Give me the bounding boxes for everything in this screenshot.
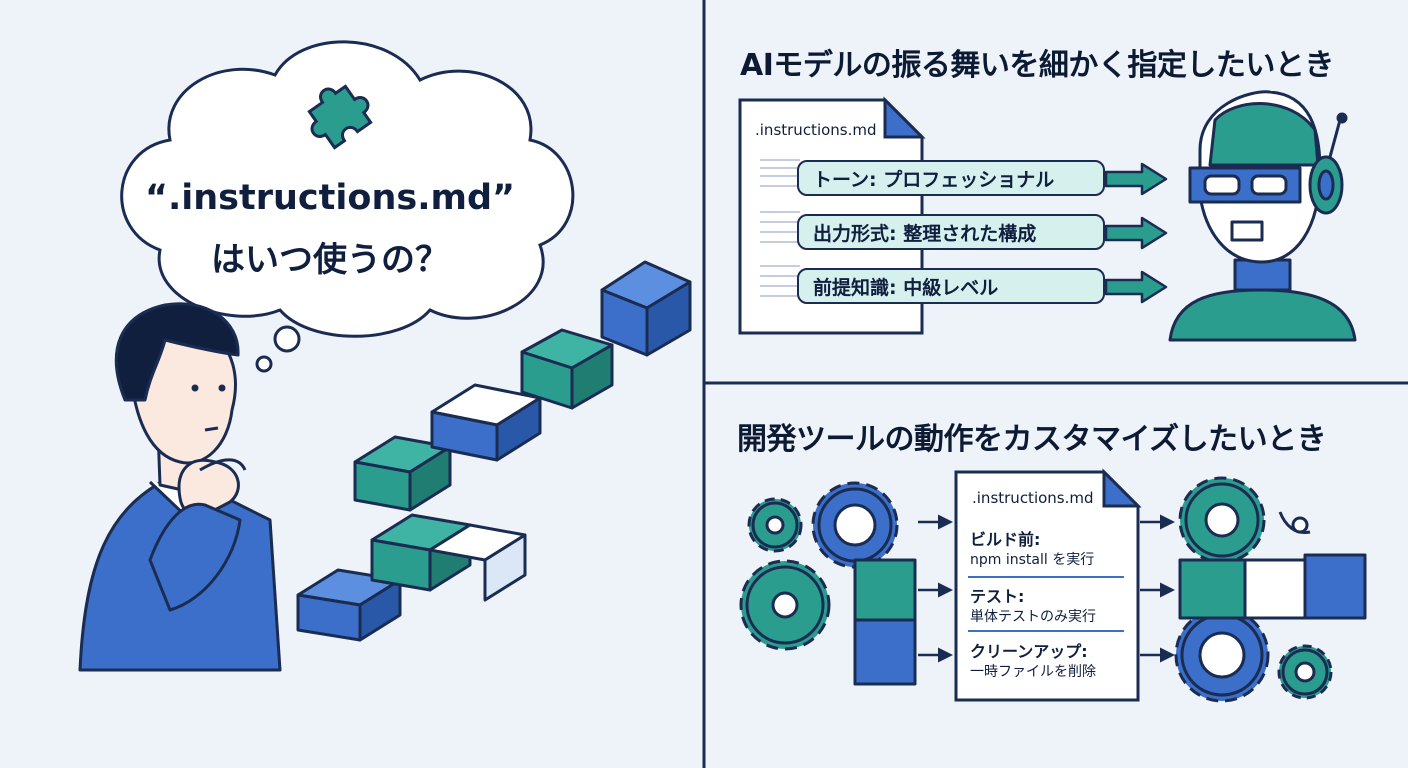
step-test-title: テスト: <box>970 587 1025 606</box>
puzzle-piece-icon <box>853 558 917 686</box>
document-icon <box>954 468 1142 702</box>
arm-icon <box>1278 511 1311 535</box>
step-build-detail: npm install を実行 <box>970 552 1095 568</box>
thought-question-line2: はいつ使うの？ <box>211 240 449 280</box>
instruction-item-format: 出力形式: 整理された構成 <box>797 214 1105 250</box>
arrow-right-icon <box>1104 162 1168 304</box>
panel-dividers <box>702 0 1408 768</box>
puzzle-piece-icon <box>307 84 373 150</box>
step-build-title: ビルド前: <box>970 530 1041 549</box>
robot-icon <box>1168 90 1357 342</box>
section-tools-heading: 開発ツールの動作をカスタマイズしたいとき <box>737 422 1327 457</box>
thinking-person <box>78 302 282 672</box>
thought-cloud <box>120 40 575 373</box>
gear-icon <box>1174 476 1333 703</box>
thought-question-line1: “.instructions.md” <box>144 178 516 218</box>
instruction-item-tone: トーン: プロフェッショナル <box>797 160 1105 196</box>
document-title: .instructions.md <box>972 489 1094 507</box>
step-cleanup-title: クリーンアップ: <box>970 642 1088 661</box>
arrow-right-icon <box>918 514 1175 663</box>
step-cleanup-detail: 一時ファイルを削除 <box>970 664 1096 680</box>
step-test-detail: 単体テストのみ実行 <box>970 609 1096 625</box>
block-staircase <box>296 260 692 642</box>
document-title: .instructions.md <box>755 121 877 139</box>
gear-icon <box>739 481 899 651</box>
instruction-item-knowledge: 前提知識: 中級レベル <box>797 268 1105 304</box>
section-ai-heading: AIモデルの振る舞いを細かく指定したいとき <box>740 48 1334 83</box>
puzzle-piece-icon <box>1178 553 1367 620</box>
